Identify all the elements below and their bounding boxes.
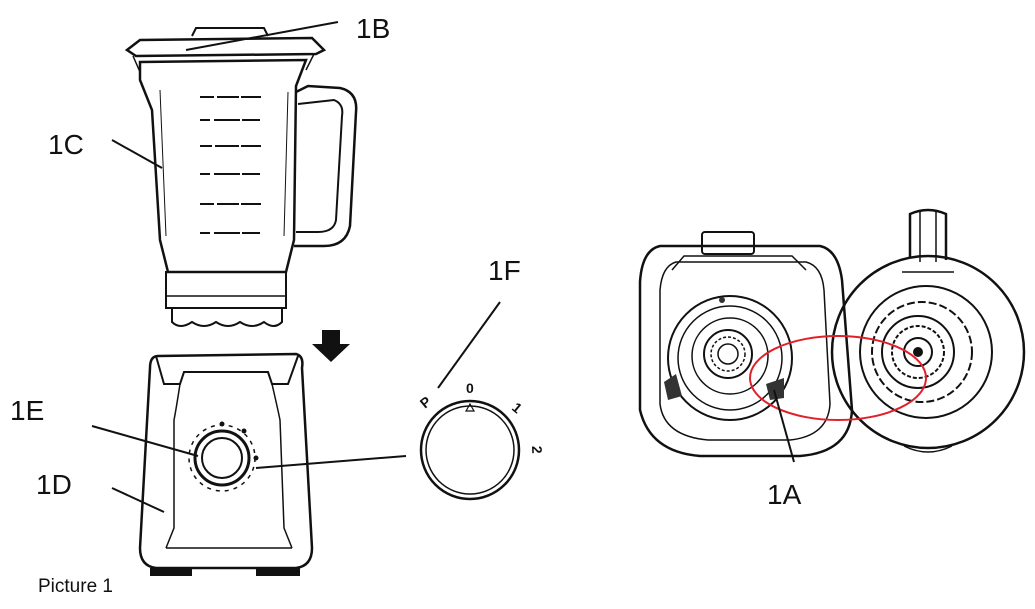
- dial-label-0: 0: [466, 380, 474, 396]
- speed-knob-on-base: [188, 421, 259, 492]
- dial-label-2: 2: [529, 446, 545, 455]
- callout-1a: 1A: [767, 479, 802, 510]
- callout-1b: 1B: [356, 13, 390, 44]
- motor-base: [138, 352, 314, 576]
- measurement-scale: [200, 96, 262, 234]
- callout-1c: 1C: [48, 129, 84, 160]
- base-top-view: [638, 231, 854, 458]
- dial-label-1: 1: [509, 399, 525, 416]
- jar-bottom-view: [830, 208, 1026, 453]
- figure-caption: Picture 1: [38, 576, 113, 597]
- callout-1e: 1E: [10, 395, 44, 426]
- coupling-highlight-ellipse: [749, 335, 927, 421]
- leader-lines: [91, 21, 795, 513]
- callout-1d: 1D: [36, 469, 72, 500]
- down-arrow-icon: [312, 330, 350, 362]
- blender-jar: [124, 27, 358, 327]
- dial-label-p: P: [417, 393, 434, 411]
- callout-1f: 1F: [488, 255, 521, 286]
- speed-dial-closeup: P 0 1 2: [417, 380, 545, 501]
